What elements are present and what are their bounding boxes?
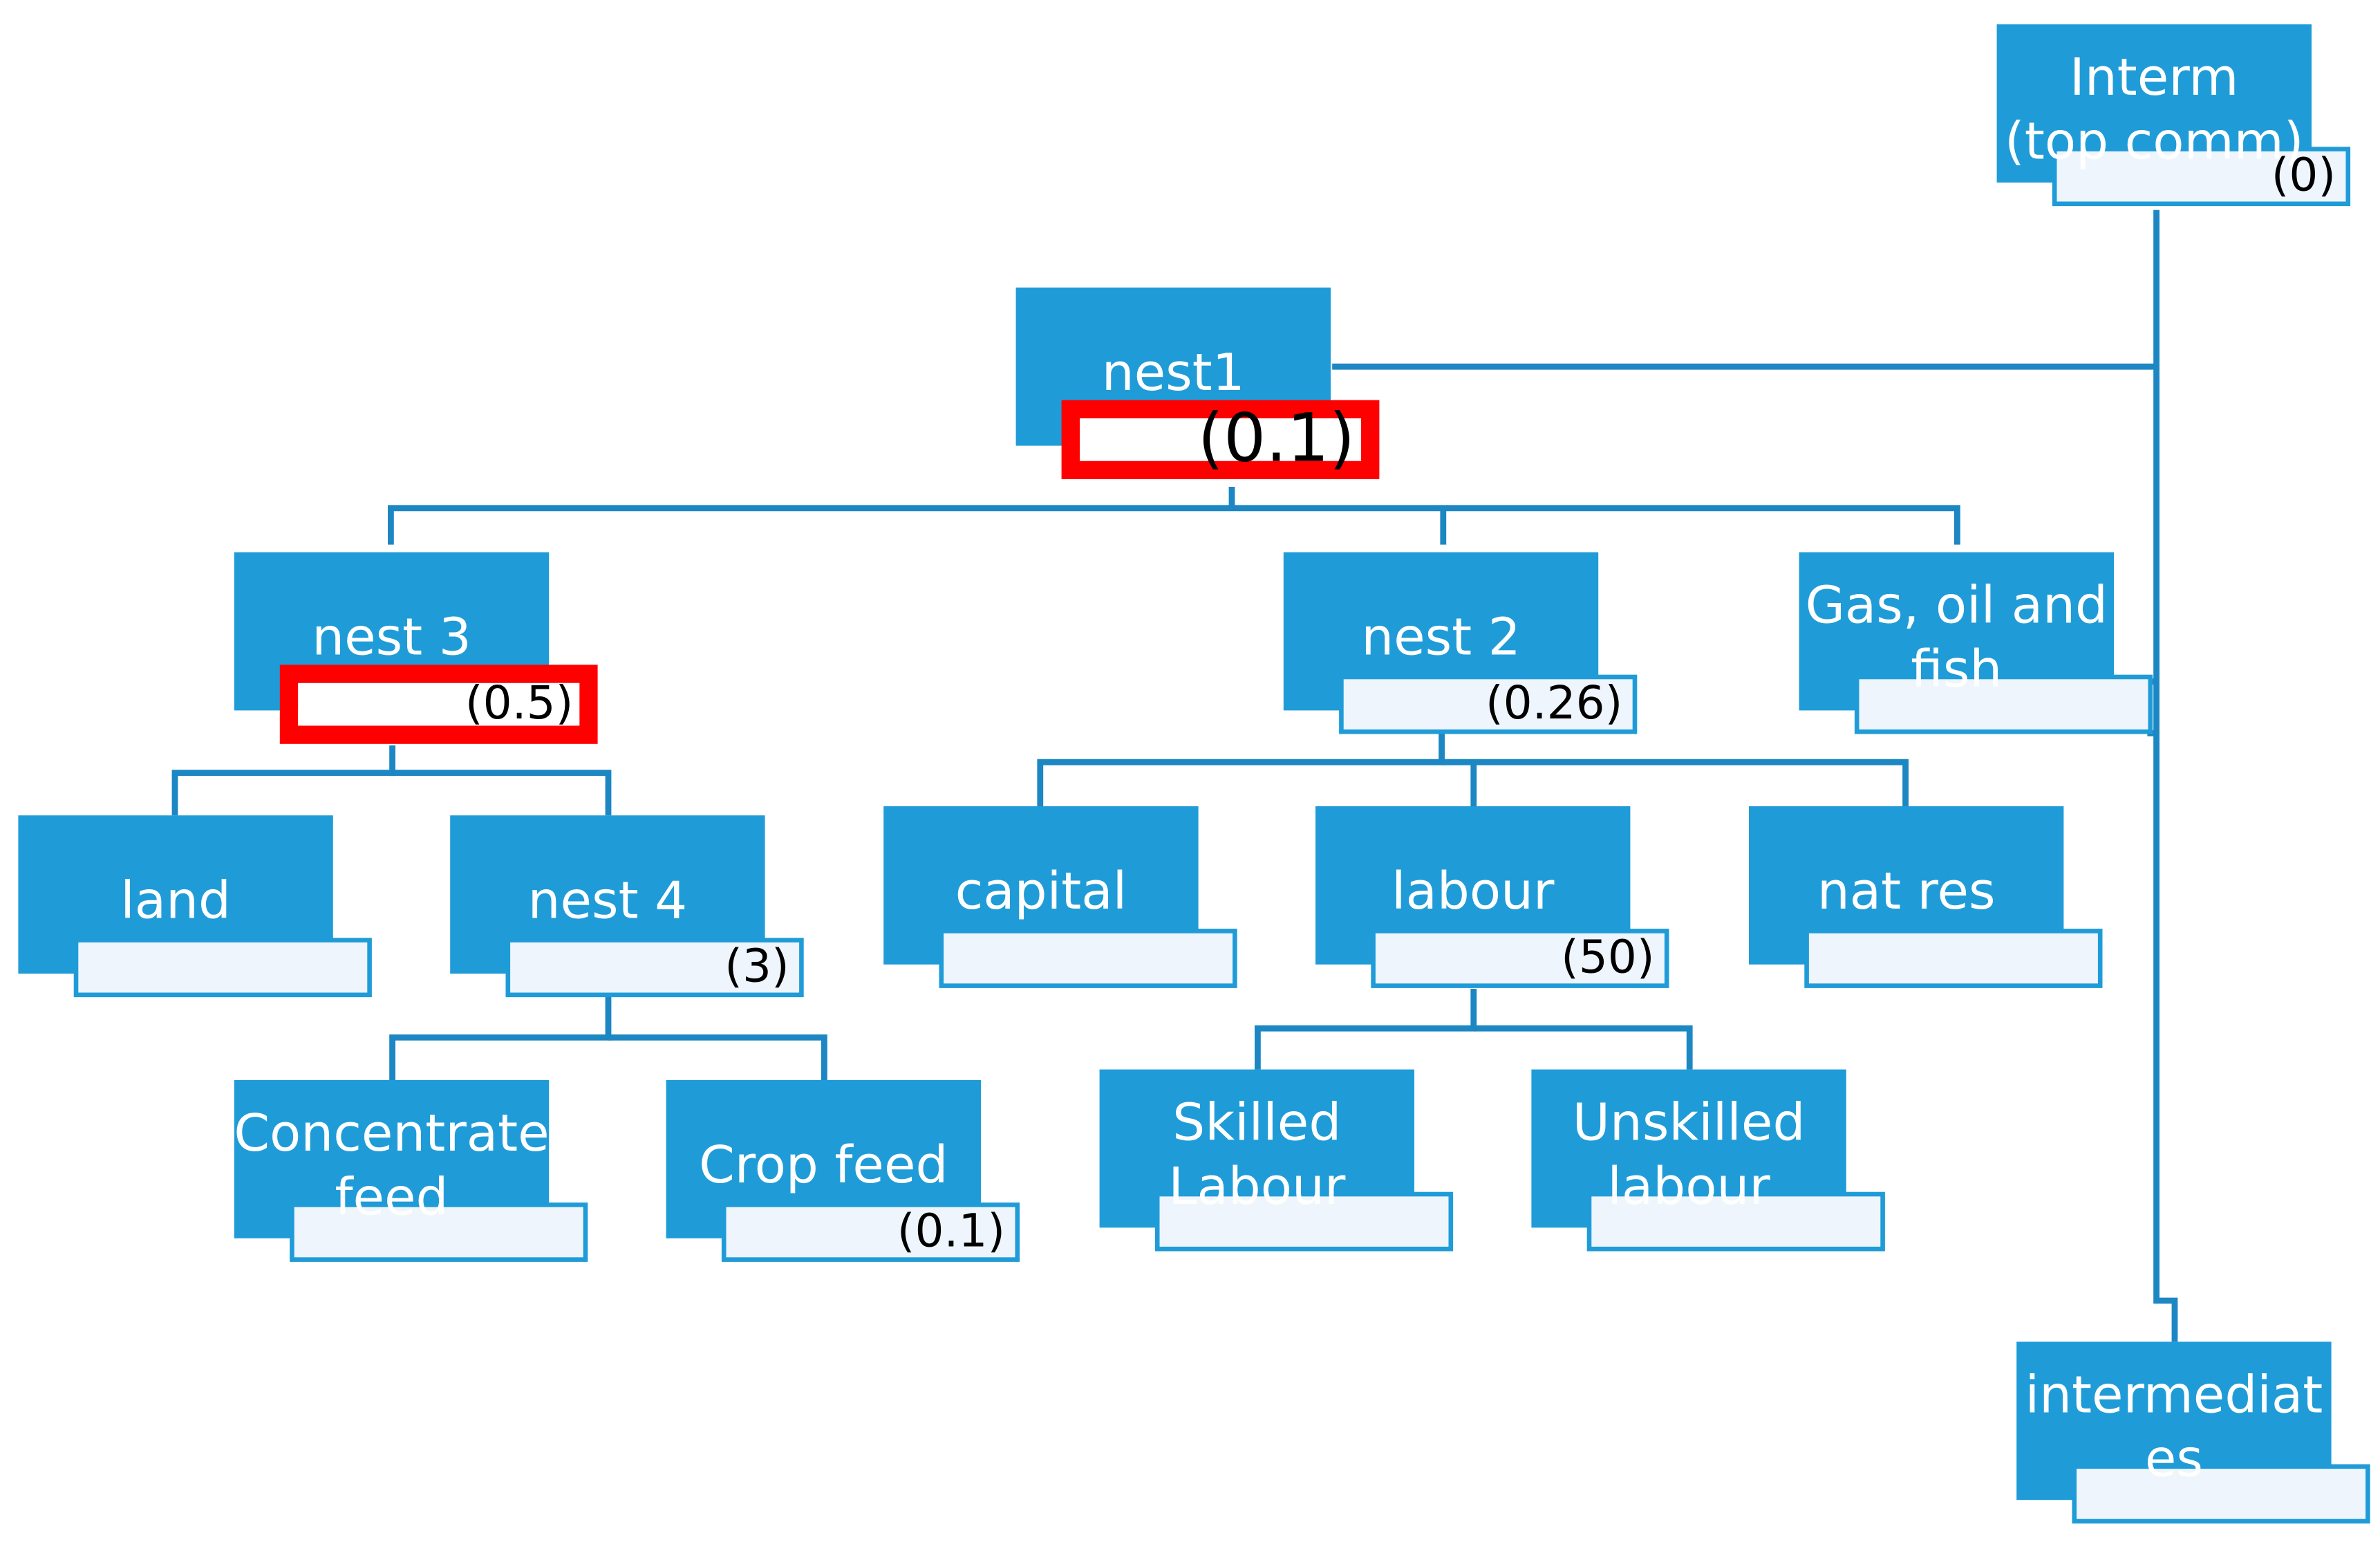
node-label-concentrate-0: Concentrate — [234, 1104, 549, 1163]
node-nest2: nest 2 (0.26) — [1283, 552, 1638, 734]
node-label-intermediates-1: es — [2145, 1429, 2203, 1489]
highlight-frame — [1061, 400, 1380, 479]
sub-box — [73, 938, 372, 998]
node-value-nest1: (0.1) — [1198, 400, 1356, 477]
connector-line-13 — [608, 1034, 827, 1080]
sub-box — [721, 1202, 1020, 1262]
node-value-nest3: (0.5) — [465, 676, 573, 730]
node-label-natres-0: nat res — [1817, 862, 1996, 921]
sub-box — [1854, 674, 2153, 734]
node-label-nest2-0: nest 2 — [1361, 608, 1521, 667]
connector-line-12 — [389, 996, 612, 1080]
sub-box — [1586, 1191, 1885, 1252]
node-nest1: nest1(0.1) — [1015, 287, 1380, 479]
node-label-gas-0: Gas, oil and — [1806, 576, 2108, 635]
nodes-layer: Interm(top comm)(0)nest1(0.1)nest 3(0.5)… — [18, 24, 2370, 1524]
sub-box — [1371, 929, 1669, 988]
sub-box — [2052, 147, 2351, 207]
connector-lines — [171, 210, 2178, 1342]
connector-line-10 — [1441, 759, 1909, 806]
node-interm: Interm(top comm)(0) — [1996, 24, 2351, 207]
sub-box — [1154, 1191, 1454, 1252]
node-capital: capital — [883, 806, 1237, 988]
sub-box — [2072, 1464, 2370, 1524]
connector-line-7 — [171, 745, 395, 816]
node-label-skilled-0: Skilled — [1172, 1093, 1341, 1153]
connector-line-14 — [1255, 989, 1477, 1070]
connector-line-15 — [1473, 1025, 1693, 1070]
node-natres: nat res — [1749, 806, 2103, 988]
highlight-frame — [279, 665, 598, 744]
node-value-interm: (0) — [2271, 148, 2336, 201]
node-label-intermediates-0: intermediat — [2025, 1365, 2323, 1424]
sub-box — [505, 938, 804, 998]
node-label-unskilled-1: labour — [1607, 1157, 1770, 1216]
node-label-unskilled-0: Unskilled — [1573, 1093, 1806, 1153]
sub-box — [1339, 674, 1638, 734]
sub-box — [298, 682, 580, 726]
node-value-cropfeed: (0.1) — [897, 1204, 1005, 1257]
node-label-skilled-1: Labour — [1168, 1157, 1346, 1216]
node-label-land-0: land — [120, 871, 231, 930]
node-label-interm-1: (top comm) — [2005, 112, 2304, 171]
node-label-concentrate-1: feed — [335, 1167, 448, 1227]
connector-line-0 — [2153, 210, 2178, 1342]
node-labour: labour(50) — [1315, 806, 1669, 988]
node-nest4: nest 4 (3) — [450, 815, 804, 998]
connector-line-8 — [392, 770, 612, 816]
node-label-gas-1: fish — [1911, 640, 2002, 699]
node-cropfeed: Crop feed (0.1) — [666, 1080, 1020, 1262]
sub-box — [1804, 929, 2103, 988]
node-value-nest2: (0.26) — [1486, 676, 1622, 730]
sub-box — [290, 1202, 588, 1262]
node-label-interm-0: Interm — [2070, 48, 2238, 107]
node-nest3: nest 3 (0.5) — [234, 552, 598, 744]
node-label-nest3-0: nest 3 — [312, 608, 471, 667]
sub-box — [939, 929, 1237, 988]
node-value-labour: (50) — [1561, 930, 1654, 983]
node-land: land — [18, 815, 372, 998]
node-label-capital-0: capital — [955, 862, 1127, 921]
connector-line-4 — [388, 505, 1960, 545]
node-value-nest4: (3) — [724, 939, 789, 992]
sub-box — [1080, 418, 1361, 461]
node-label-cropfeed-0: Crop feed — [699, 1135, 948, 1195]
node-label-nest4-0: nest 4 — [528, 871, 688, 930]
connector-line-9 — [1037, 727, 1445, 806]
node-label-nest1-0: nest1 — [1102, 343, 1245, 402]
node-label-labour-0: labour — [1392, 862, 1555, 921]
